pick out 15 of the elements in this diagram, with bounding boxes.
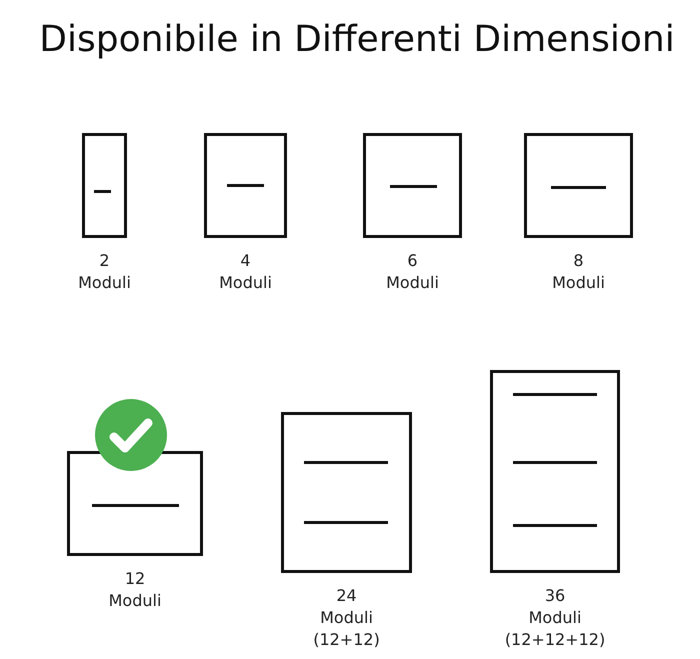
module-frame [490,370,620,573]
size-caption: 6 Moduli [386,250,439,294]
module-frame [204,133,287,238]
module-frame [363,133,462,238]
module-frame [524,133,633,238]
size-caption: 36 Moduli (12+12+12) [504,585,606,651]
size-caption: 12 Moduli [108,568,162,612]
module-frame [281,412,412,573]
size-caption: 8 Moduli [552,250,605,294]
module-frame [67,451,203,556]
title: Disponibile in Differenti Dimensioni [39,18,675,62]
module-frame [82,133,127,238]
size-caption: 2 Moduli [78,250,131,294]
size-caption: 4 Moduli [219,250,272,294]
size-caption: 24 Moduli (12+12) [313,585,380,651]
